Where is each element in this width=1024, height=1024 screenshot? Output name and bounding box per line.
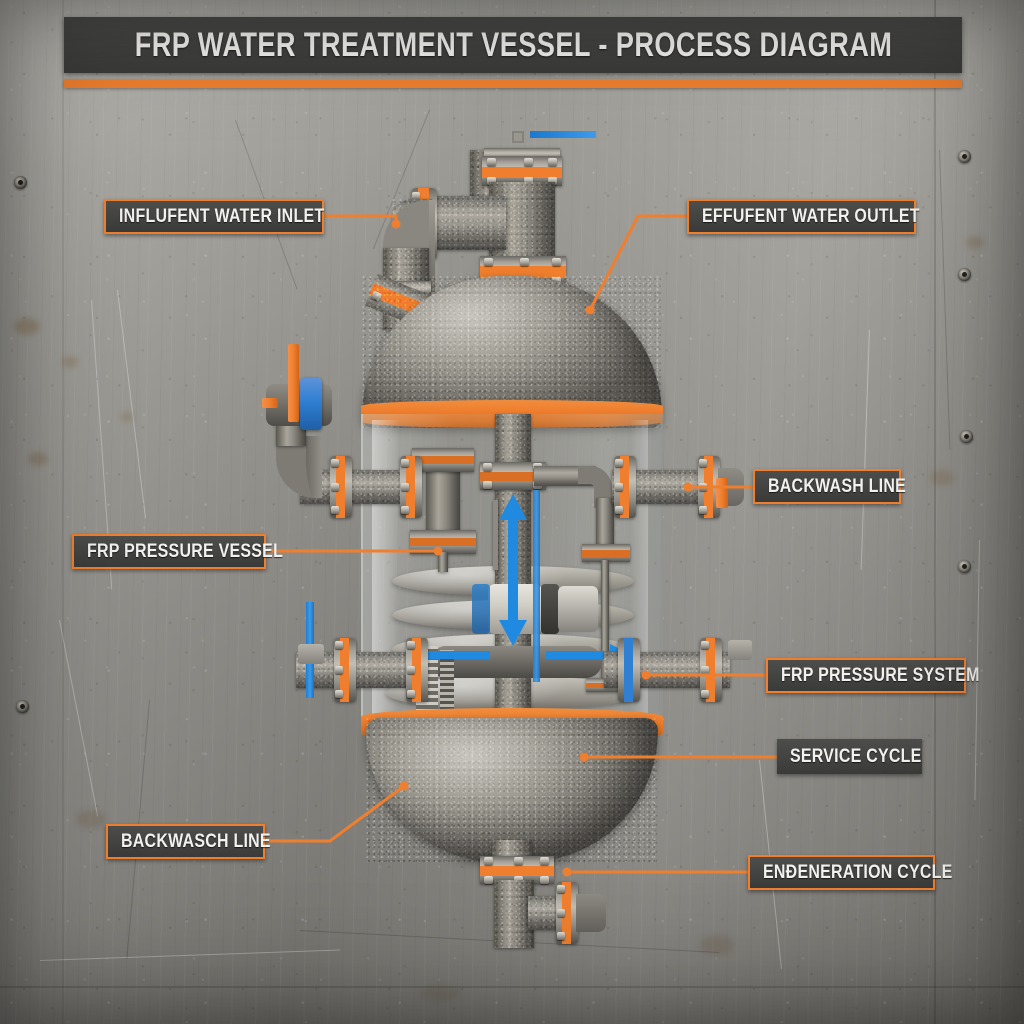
flange-bolt (484, 857, 493, 865)
callout-backwasch-line[interactable]: BACKWASCH LINE (106, 824, 271, 859)
flange-bolt (540, 876, 549, 884)
left-internal-gasket-bottom (410, 538, 476, 546)
callout-label-text: INFLUFENT WATER INLET (119, 205, 325, 227)
internal-drop-pipe (596, 498, 614, 546)
callout-frp-pressure-system[interactable]: FRP PRESSURE SYSTEM (766, 658, 979, 693)
outlet-dome-gasket (480, 266, 566, 278)
flange-bolt (407, 690, 415, 698)
hub-barrel-right (558, 586, 598, 632)
flange-bolt (615, 459, 623, 467)
left-valve-stub (262, 398, 278, 408)
callout-label-text: SERVICE CYCLE (790, 745, 922, 767)
flange-bolt (483, 481, 492, 489)
flange-bolt (331, 506, 339, 514)
flange-bolt (557, 909, 565, 917)
lower-dome-head (366, 718, 658, 862)
flange-bolt (483, 463, 492, 471)
flange-bolt (615, 506, 623, 514)
top-blue-indicator (530, 131, 596, 138)
drain-down-pipe (494, 880, 534, 948)
flange-bolt (407, 641, 415, 649)
flange-bolt (412, 192, 420, 200)
page-title: FRP WATER TREATMENT VESSEL - PROCESS DIA… (134, 25, 892, 64)
title-underline-rule (64, 79, 962, 88)
lower-left-gasket-outer (340, 638, 349, 702)
flange-bolt (548, 177, 557, 185)
lower-right-gasket-outer (706, 638, 715, 702)
flange-bolt (615, 483, 623, 491)
internal-blue-tube (533, 490, 540, 682)
callout-influent-water-inlet[interactable]: INFLUFENT WATER INLET (104, 199, 324, 234)
flange-bolt (487, 158, 496, 166)
internal-drop-gasket (582, 550, 630, 557)
drain-branch-gasket (562, 882, 571, 944)
flange-bolt (552, 258, 561, 266)
flange-bolt (331, 459, 339, 467)
flow-arrow-vertical (499, 494, 527, 646)
left-valve-handle (288, 344, 299, 422)
callout-backwash-line[interactable]: BACKWASH LINE (753, 469, 906, 504)
callout-service-cycle[interactable]: SERVICE CYCLE (777, 739, 922, 774)
internal-elbow-bend (578, 466, 612, 508)
flange-bolt (331, 483, 339, 491)
flange-bolt (557, 932, 565, 940)
flange-bolt (540, 857, 549, 865)
drain-top-gasket (480, 866, 554, 876)
flange-bolt (520, 258, 529, 266)
hub-collar-left (472, 584, 490, 634)
flange-bolt (401, 483, 409, 491)
flange-bolt (484, 258, 493, 266)
lower-left-gasket-inner (412, 638, 421, 702)
callout-label-text: BACKWASCH LINE (121, 830, 271, 852)
left-internal-gasket-top (412, 456, 474, 464)
flange-bolt (524, 158, 533, 166)
left-ball-valve-actuator (300, 378, 322, 430)
outlet-top-gasket (482, 167, 562, 178)
upper-left-nozzle-gasket-inner (406, 456, 415, 518)
flange-bolt (701, 690, 709, 698)
flange-bolt (699, 459, 707, 467)
callout-label-text: EFFUFENT WATER OUTLET (702, 205, 920, 227)
flange-bolt (557, 885, 565, 893)
lower-right-gasket-inner (624, 638, 633, 702)
flange-bolt (484, 876, 493, 884)
top-small-icon (512, 131, 524, 143)
flange-bolt (335, 641, 343, 649)
flange-bolt (487, 177, 496, 185)
flange-bolt (335, 666, 343, 674)
callout-effluent-water-outlet[interactable]: EFFUFENT WATER OUTLET (687, 199, 920, 234)
flange-bolt (401, 459, 409, 467)
flange-bolt (401, 506, 409, 514)
callout-label-text: FRP PRESSURE VESSEL (87, 540, 284, 562)
callout-label-text: FRP PRESSURE SYSTEM (781, 664, 980, 686)
flange-bolt (699, 506, 707, 514)
title-bar: FRP WATER TREATMENT VESSEL - PROCESS DIA… (64, 17, 962, 73)
hub-collar-right (541, 584, 559, 634)
drain-end-cap (576, 894, 606, 932)
riser-upper-gasket (480, 472, 546, 481)
callout-label-text: ENÐENERATION CYCLE (763, 861, 953, 883)
internal-rack (440, 650, 454, 724)
flange-bolt (701, 666, 709, 674)
backwash-gasket-inner (620, 456, 629, 518)
left-internal-thin-rod (493, 500, 498, 570)
flange-bolt (407, 666, 415, 674)
flange-bolt (524, 177, 533, 185)
flange-bolt (548, 158, 557, 166)
lower-right-fitting-tag (728, 640, 752, 660)
lower-left-fitting-tag (298, 644, 324, 664)
callout-engeneration-cycle[interactable]: ENÐENERATION CYCLE (748, 855, 952, 890)
callout-frp-pressure-vessel[interactable]: FRP PRESSURE VESSEL (72, 534, 283, 569)
callout-label-text: BACKWASH LINE (768, 475, 907, 497)
internal-lateral-stem (601, 560, 609, 678)
flange-bolt (701, 641, 709, 649)
flange-bolt (335, 690, 343, 698)
flange-bolt (514, 857, 523, 865)
upper-left-nozzle-gasket-outer (336, 456, 345, 518)
left-internal-stem (438, 552, 448, 572)
